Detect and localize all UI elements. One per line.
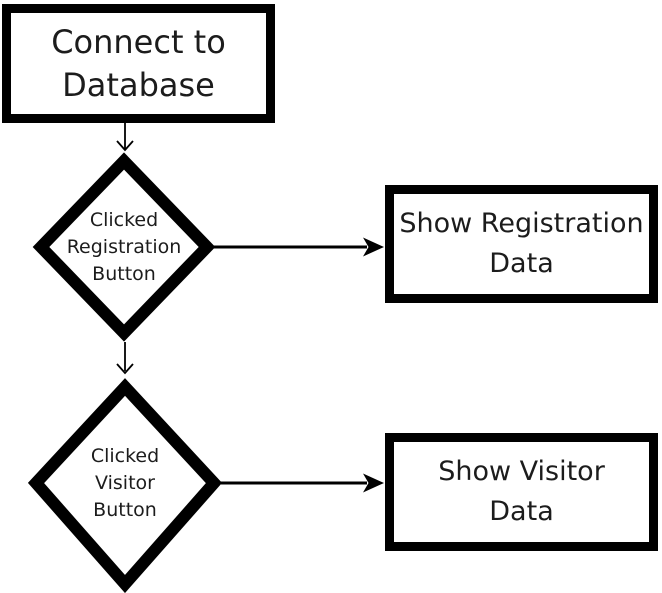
node-label-line: Data: [489, 496, 554, 527]
node-label-line: Clicked: [90, 444, 160, 467]
node-label-clicked-visitor-button: Clicked Visitor Button: [45, 403, 205, 563]
node-label-connect-database: Connect to Database: [2, 4, 275, 123]
node-label-line: Database: [62, 65, 215, 104]
node-label-show-registration-data: Show Registration Data: [385, 185, 658, 303]
node-label-line: Show Visitor: [438, 456, 605, 487]
node-label-line: Data: [489, 248, 554, 279]
arrow-registration-to-show-registration: [214, 237, 384, 257]
node-label-line: Show Registration: [399, 208, 644, 239]
node-label-line: Button: [92, 262, 156, 285]
decision-diamond-visitor: [27, 378, 223, 593]
arrow-connect-to-registration: [116, 123, 134, 152]
node-label-line: Connect to: [51, 22, 226, 61]
node-label-line: Button: [93, 498, 157, 521]
process-box-connect-database: [2, 4, 275, 123]
arrow-registration-to-visitor: [116, 342, 134, 375]
process-box-show-visitor: [385, 433, 658, 551]
decision-diamond-registration: [32, 152, 216, 342]
node-label-clicked-registration-button: Clicked Registration Button: [44, 167, 204, 327]
node-label-line: Visitor: [95, 471, 155, 494]
node-label-show-visitor-data: Show Visitor Data: [385, 433, 658, 551]
node-label-line: Clicked: [89, 208, 159, 231]
process-box-show-registration: [385, 185, 658, 303]
arrow-visitor-to-show-visitor: [221, 473, 384, 493]
node-label-line: Registration: [66, 235, 182, 258]
